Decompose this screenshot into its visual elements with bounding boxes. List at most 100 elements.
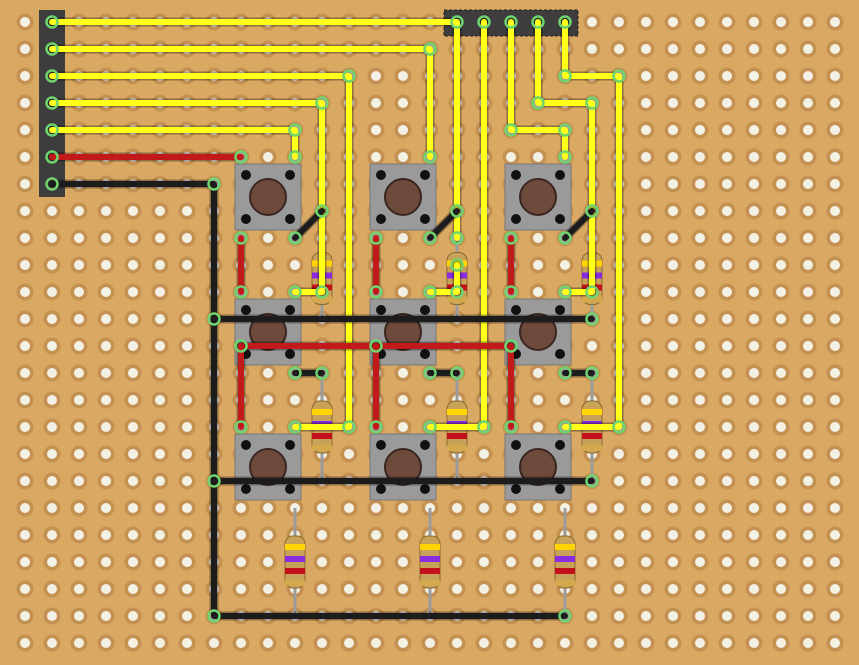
hole — [128, 314, 138, 324]
hole — [101, 206, 111, 216]
wire-pad — [558, 69, 572, 83]
hole — [155, 611, 165, 621]
button-pin — [555, 170, 565, 180]
wire-pad — [423, 366, 437, 380]
wire-pad — [207, 474, 221, 488]
hole — [533, 584, 543, 594]
hole — [128, 530, 138, 540]
hole — [722, 314, 732, 324]
button-pin — [420, 440, 430, 450]
button-pin — [376, 170, 386, 180]
hole — [749, 152, 759, 162]
hole — [695, 341, 705, 351]
button-pin — [511, 214, 521, 224]
hole — [668, 530, 678, 540]
hole — [101, 638, 111, 648]
hole — [344, 584, 354, 594]
resistor-band — [420, 556, 440, 562]
hole — [74, 314, 84, 324]
hole — [371, 584, 381, 594]
hole — [830, 98, 840, 108]
button-pin — [555, 484, 565, 494]
hole — [155, 395, 165, 405]
hole — [830, 17, 840, 27]
hole — [20, 449, 30, 459]
hole — [74, 395, 84, 405]
hole — [182, 476, 192, 486]
hole — [668, 584, 678, 594]
hole — [668, 71, 678, 81]
hole — [695, 44, 705, 54]
hole — [641, 557, 651, 567]
hole — [263, 233, 273, 243]
hole — [398, 638, 408, 648]
hole — [20, 233, 30, 243]
hole — [155, 233, 165, 243]
hole — [20, 179, 30, 189]
wire-pad — [558, 15, 572, 29]
hole — [695, 287, 705, 297]
hole — [641, 233, 651, 243]
hole — [803, 557, 813, 567]
wire-pad — [585, 204, 599, 218]
button-pin — [285, 440, 295, 450]
hole — [236, 584, 246, 594]
hole — [776, 584, 786, 594]
hole — [20, 341, 30, 351]
hole — [722, 476, 732, 486]
hole — [776, 152, 786, 162]
hole — [641, 17, 651, 27]
hole — [236, 503, 246, 513]
hole — [830, 152, 840, 162]
hole — [830, 314, 840, 324]
hole — [776, 395, 786, 405]
hole — [155, 422, 165, 432]
hole — [506, 152, 516, 162]
hole — [20, 260, 30, 270]
hole — [641, 206, 651, 216]
hole — [128, 476, 138, 486]
hole — [668, 152, 678, 162]
button-cap — [249, 178, 287, 216]
hole — [452, 557, 462, 567]
hole — [695, 638, 705, 648]
hole — [182, 557, 192, 567]
hole — [128, 611, 138, 621]
hole — [74, 638, 84, 648]
hole — [236, 557, 246, 567]
wire-pad — [45, 123, 59, 137]
resistor-band — [312, 445, 332, 451]
wire-pad — [531, 15, 545, 29]
hole — [830, 557, 840, 567]
hole — [47, 584, 57, 594]
hole — [101, 449, 111, 459]
hole — [749, 395, 759, 405]
hole — [830, 341, 840, 351]
hole — [344, 503, 354, 513]
hole — [74, 584, 84, 594]
hole — [20, 530, 30, 540]
wire-pad — [504, 420, 518, 434]
hole — [533, 368, 543, 378]
hole — [695, 503, 705, 513]
hole — [209, 638, 219, 648]
hole — [776, 44, 786, 54]
hole — [830, 260, 840, 270]
hole — [776, 260, 786, 270]
hole — [614, 557, 624, 567]
hole — [668, 341, 678, 351]
hole — [128, 395, 138, 405]
button-pin — [420, 305, 430, 315]
hole — [749, 638, 759, 648]
hole — [695, 476, 705, 486]
button-pin — [241, 214, 251, 224]
hole — [641, 476, 651, 486]
resistor-band — [285, 556, 305, 562]
hole — [803, 71, 813, 81]
button-pin — [376, 214, 386, 224]
button-pin — [241, 440, 251, 450]
hole — [47, 287, 57, 297]
hole — [776, 314, 786, 324]
hole — [128, 557, 138, 567]
